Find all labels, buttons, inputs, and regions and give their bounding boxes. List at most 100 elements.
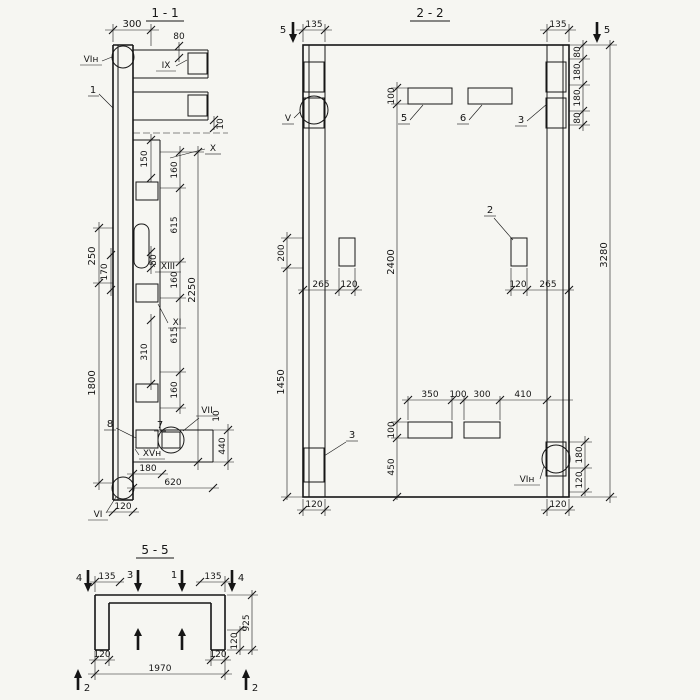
part-1: 1 xyxy=(90,85,96,96)
dim-450: 450 xyxy=(387,458,397,475)
cut-5-right: 5 xyxy=(604,25,610,36)
detail-circle-7 xyxy=(157,426,185,454)
dims-top-5-5: 135 135 xyxy=(90,572,230,592)
dim-120-bl: 120 xyxy=(305,500,322,510)
dim-300-b: 300 xyxy=(473,390,490,400)
dim-120-bl: 120 xyxy=(93,650,110,660)
dim-135-l: 135 xyxy=(98,572,115,582)
dim-120-a: 120 xyxy=(340,280,357,290)
dim-135-right: 135 xyxy=(549,20,566,30)
part-3-bottom: 3 xyxy=(349,430,355,441)
dim-160-c: 160 xyxy=(170,381,180,398)
dim-2400: 2400 xyxy=(386,249,397,274)
dim-1800: 1800 xyxy=(87,370,98,395)
dim-250: 250 xyxy=(87,246,98,265)
dim-170: 170 xyxy=(100,263,110,280)
dims-top-2-2: 135 135 xyxy=(296,20,576,42)
part-2: 2 xyxy=(487,205,493,216)
dim-135-r: 135 xyxy=(204,572,221,582)
ref-marks-2-2: V VIн xyxy=(282,111,545,486)
panel-outline xyxy=(302,44,570,498)
rib-plates xyxy=(303,61,567,483)
dim-180-br: 180 xyxy=(575,446,585,463)
dim-265-a: 265 xyxy=(312,280,329,290)
mark-vi: VI xyxy=(94,510,103,520)
detail-circle-vin xyxy=(111,45,135,69)
mark-ix: IX xyxy=(162,61,171,71)
cut-4-left: 4 xyxy=(76,573,82,584)
mark-xvn: XVн xyxy=(143,449,161,459)
dim-350: 350 xyxy=(421,390,438,400)
dim-620: 620 xyxy=(164,478,181,488)
dim-310: 310 xyxy=(140,343,150,360)
dim-410: 410 xyxy=(514,390,531,400)
dims-right-5-5: 925 120 xyxy=(227,590,258,655)
dim-120-b: 120 xyxy=(509,280,526,290)
dim-615-b: 615 xyxy=(170,326,180,343)
dims-middle-2-2: 100 2400 100 450 xyxy=(386,82,408,502)
dim-120: 120 xyxy=(114,502,131,512)
cut-2-left: 2 xyxy=(84,683,90,694)
mark-vii: VII xyxy=(201,406,212,416)
dims-lower-chain-2-2: 350 100 300 410 xyxy=(402,390,573,420)
mark-vin: VIн xyxy=(84,55,99,65)
section-5-5-title: 5 - 5 xyxy=(141,543,168,557)
ref-marks-1-1: VIн IX X XIII XI VII XVн VI xyxy=(80,55,221,521)
dim-3280: 3280 xyxy=(599,242,610,267)
dim-440: 440 xyxy=(218,437,228,454)
cut-2-right: 2 xyxy=(252,683,258,694)
dims-plate-pairs-2-2: 265 120 120 265 xyxy=(298,268,574,296)
dim-50: 50 xyxy=(149,254,159,266)
dims-right-2-2: 80 180 180 80 3280 180 120 xyxy=(569,40,617,503)
dim-120-v: 120 xyxy=(230,632,240,649)
cut-5-left: 5 xyxy=(280,25,286,36)
dim-120-br: 120 xyxy=(209,650,226,660)
dim-80: 80 xyxy=(173,32,185,42)
cut-1: 1 xyxy=(171,570,177,581)
part-7: 7 xyxy=(157,420,163,431)
dim-1970: 1970 xyxy=(149,664,172,674)
part-6: 6 xyxy=(460,113,466,124)
dims-top-1-1: 300 80 10 xyxy=(105,19,226,133)
detail-circle-v xyxy=(299,95,329,125)
cut-4-right: 4 xyxy=(238,573,244,584)
part-3-top: 3 xyxy=(518,115,524,126)
dim-160-b: 160 xyxy=(170,271,180,288)
mark-xiii: XIII xyxy=(161,262,175,272)
dims-inner-1-1: 150 50 310 xyxy=(140,134,159,390)
inner-cut-marks xyxy=(134,628,186,650)
dim-200: 200 xyxy=(277,244,287,261)
dim-300: 300 xyxy=(122,19,141,30)
dim-120-br: 120 xyxy=(575,471,585,488)
dim-10-top: 10 xyxy=(216,118,226,130)
cut-3: 3 xyxy=(127,570,133,581)
mark-xi: XI xyxy=(173,318,182,328)
cut-marks-top-5-5: 4 3 1 4 xyxy=(76,570,244,592)
dim-120-brr: 120 xyxy=(549,500,566,510)
dim-1450: 1450 xyxy=(276,369,287,394)
dims-left-1-1: 250 1800 170 xyxy=(87,222,116,490)
dims-bottom-5-5: 120 120 1970 xyxy=(88,650,232,680)
rib-outline xyxy=(112,44,134,501)
section-5-5: 5 - 5 4 3 1 xyxy=(74,543,258,694)
dim-100-b: 100 xyxy=(387,421,397,438)
channel-outline xyxy=(94,594,226,651)
dim-615-a: 615 xyxy=(170,216,180,233)
section-1-1-title: 1 - 1 xyxy=(151,6,178,20)
dims-left-2-2: 200 1450 xyxy=(276,232,303,502)
dims-right-1-1: 160 615 160 615 160 2250 440 10 xyxy=(160,146,234,470)
mark-x: X xyxy=(210,144,216,154)
dim-180-a: 180 xyxy=(573,63,583,80)
section-2-2-title: 2 - 2 xyxy=(416,6,443,20)
part-callouts-1-1: 1 8 7 xyxy=(88,85,166,439)
dim-2250: 2250 xyxy=(187,277,198,302)
cut-marks-5: 5 5 xyxy=(280,22,610,43)
part-8: 8 xyxy=(107,419,113,430)
dims-bottom-1-1: 180 620 120 xyxy=(107,464,219,517)
cut-marks-bottom-5-5: 2 2 xyxy=(74,669,258,694)
dim-100-a: 100 xyxy=(387,87,397,104)
dim-180: 180 xyxy=(139,464,156,474)
dim-135-left: 135 xyxy=(305,20,322,30)
